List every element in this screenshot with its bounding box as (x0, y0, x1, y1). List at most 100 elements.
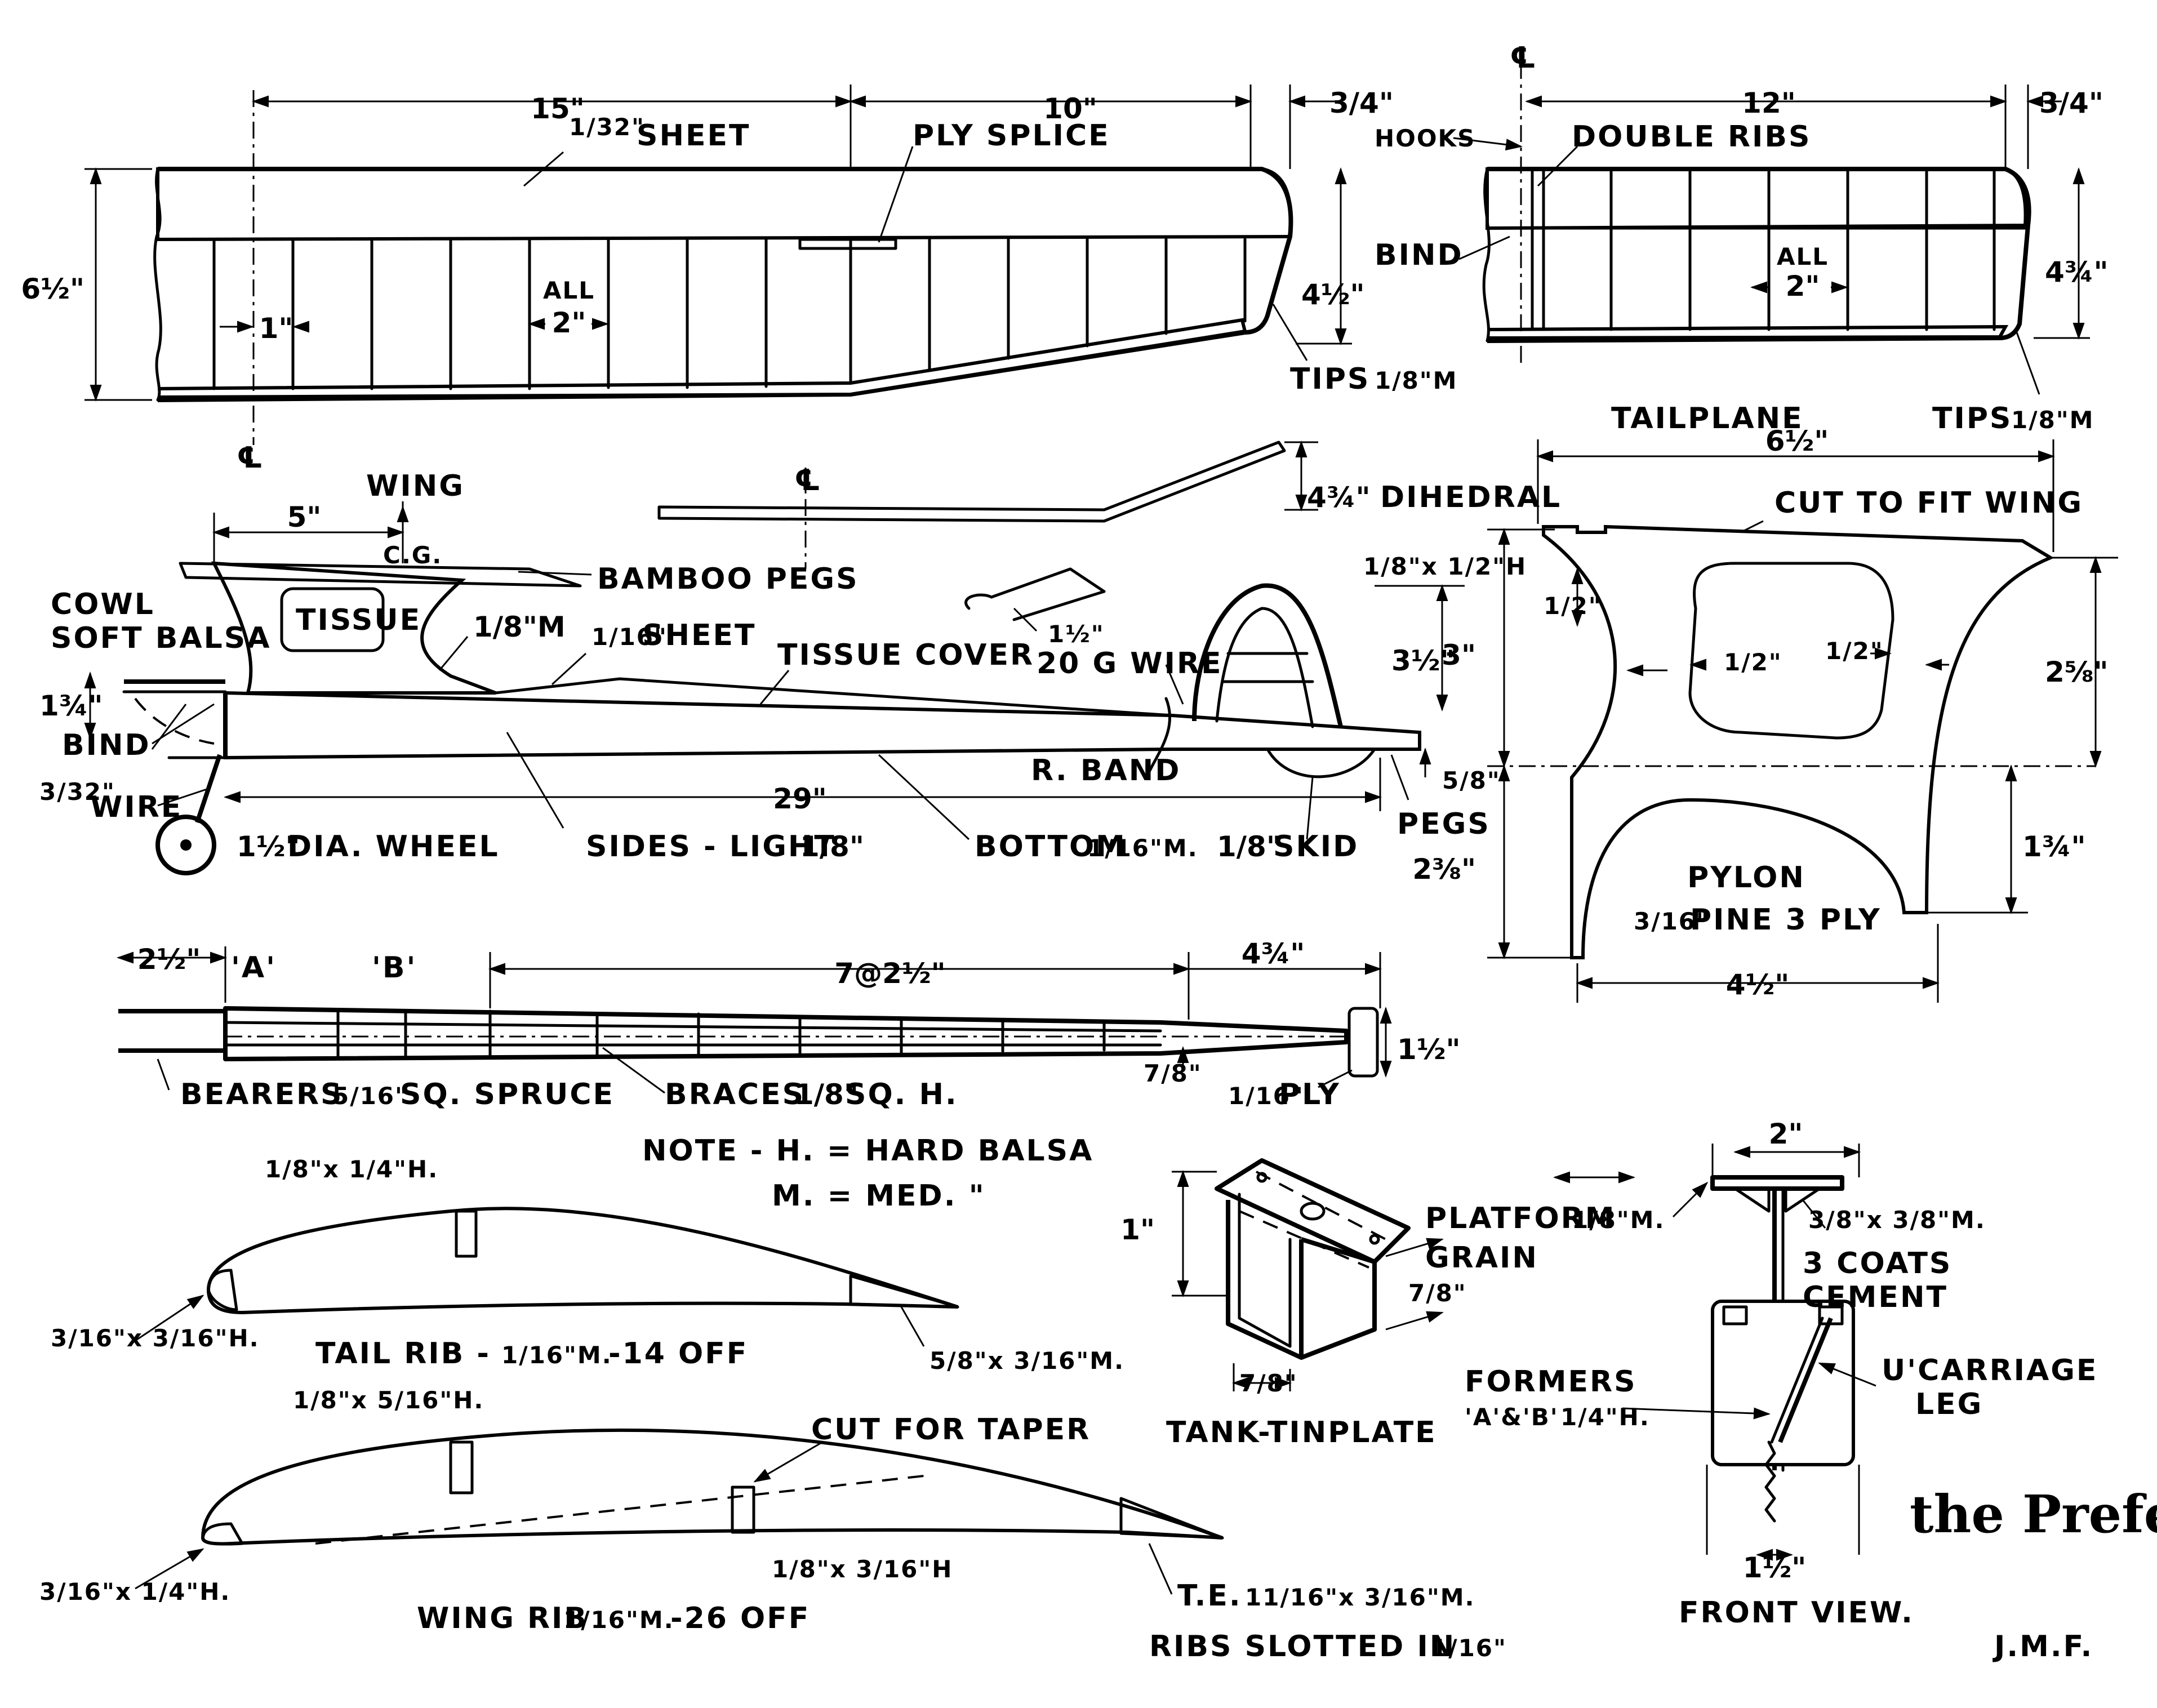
wing-dim-2: 2" (552, 306, 586, 339)
wing-ribs (212, 238, 1247, 390)
pylon-fillet-frac: 1/8"M (473, 611, 566, 643)
dihedral-dim: 4¾" (1307, 481, 1371, 514)
tail-rib-spar: 1/8"x 1/4"H. (265, 1155, 438, 1183)
motor-stick-plan: 2½" 'A' 'B' 7@2½" 4¾" 1½" 7/8" 1/16" PLY… (117, 937, 1461, 1111)
wing-rib-spar-top: 1/8"x 5/16"H. (293, 1386, 484, 1414)
pylon-material-frac: 3/16" (1634, 908, 1710, 935)
tailplane-plan: ℄ 12" 3/4" HOOKS DOUBLE RIBS BIND ALL 2"… (1375, 41, 2109, 435)
pylon-dim-2-3-8: 2⅜" (1412, 853, 1476, 886)
double-ribs-label: DOUBLE RIBS (1572, 120, 1811, 154)
former-a-label: 'A' (231, 951, 277, 985)
wing-rib-spar-mid: 1/8"x 3/16"H (772, 1555, 953, 1583)
tail-rib-title-frac: 1/16"M. (501, 1341, 612, 1369)
wing-rib-title-frac: 1/16"M. (563, 1606, 674, 1634)
formers-ab-label: 'A'&'B' (1465, 1403, 1559, 1431)
tail-dim-2: 2" (1786, 270, 1820, 303)
pylon-dim-3: 3" (1442, 639, 1476, 671)
ms-dim-1-1-2: 1½" (1397, 1033, 1461, 1066)
pylon-dim-4-1-2: 4½" (1726, 968, 1790, 1001)
ply-splice-label: PLY SPLICE (913, 119, 1110, 153)
fus-dim-5: 5" (287, 501, 322, 533)
bearers-material: SQ. SPRUCE (400, 1078, 615, 1111)
fv-dim-1-1-2: 1½" (1743, 1551, 1807, 1584)
tail-rib-te: 5/8"x 3/16"M. (929, 1347, 1124, 1375)
pylon-title: PYLON (1687, 861, 1805, 895)
ms-dim-4-3-4: 4¾" (1242, 937, 1305, 970)
cg-label: C.G. (383, 541, 442, 569)
soft-balsa-label: SOFT BALSA (51, 621, 271, 655)
tail-all-label: ALL (1777, 243, 1829, 270)
pylon-dim-1-2-a: 1/2" (1544, 592, 1602, 620)
wing-dim-10: 10" (1043, 92, 1097, 125)
u-wire-label: WIRE (90, 790, 183, 824)
fus-dim-29: 29" (773, 782, 827, 815)
pylon-tissue-label: TISSUE (296, 603, 421, 637)
platform-frac: 1/8"M. (1572, 1206, 1665, 1234)
tail-dim-4-3-4: 4¾" (2045, 256, 2109, 288)
wing-tips-frac: 1/8"M (1375, 367, 1457, 394)
wing-rib-count: -26 OFF (670, 1602, 810, 1635)
wing-dim-6-1-2: 6½" (21, 273, 84, 305)
leg-label: LEG (1915, 1387, 1983, 1421)
ms-dim-7-8: 7/8" (1144, 1060, 1202, 1087)
wheel-label: DIA. WHEEL (287, 830, 500, 864)
tank-dim-7-8-a: 7/8" (1408, 1279, 1467, 1307)
g20-wire-label: 20 G WIRE (1037, 647, 1223, 680)
braces-frac: 1/8" (794, 1078, 859, 1111)
fillet-label: 3/8"x 3/8"M. (1808, 1206, 1986, 1234)
ms-dim-2-1-2: 2½" (137, 943, 201, 976)
skid-label: SKID (1273, 830, 1359, 864)
fin-frac: 1/8"x 1/2"H (1363, 553, 1527, 580)
wing-rib-title: WING RIB (417, 1602, 588, 1635)
note-line-1: NOTE - H. = HARD BALSA (642, 1134, 1093, 1168)
fus-dim-5-8: 5/8" (1442, 767, 1501, 794)
fus-dim-1-3-4: 1¾" (39, 690, 103, 722)
tail-rib-section: 1/8"x 1/4"H. 3/16"x 3/16"H. 5/8"x 3/16"M… (51, 1155, 1124, 1375)
wing-rib-te-label: T.E. (1177, 1579, 1242, 1613)
cut-for-taper-label: CUT FOR TAPER (811, 1413, 1091, 1447)
platform-label: PLATFORM (1425, 1202, 1616, 1235)
braces-material: SQ. H. (845, 1078, 958, 1111)
tail-tips-frac: 1/8"M (2011, 406, 2094, 434)
brand-logotype: the Prefect (1910, 1484, 2157, 1545)
dihedral-diagram: ℄ 4¾" DIHEDRAL (657, 441, 1560, 569)
tailplane-title: TAILPLANE (1611, 402, 1804, 435)
pylon-dim-1-3-4: 1¾" (2022, 830, 2086, 863)
tail-bind-label: BIND (1375, 238, 1464, 272)
ply-label: PLY (1279, 1078, 1341, 1111)
tail-rib-title: TAIL RIB - (315, 1337, 491, 1371)
wing-dim-3-4: 3/4" (1329, 87, 1394, 119)
tail-rib-count: -14 OFF (608, 1337, 748, 1371)
coats-label: 3 COATS (1803, 1247, 1952, 1280)
wing-all-label: ALL (543, 277, 595, 304)
r-band-label: R. BAND (1031, 754, 1181, 788)
wing-title: WING (366, 469, 465, 503)
bearers-label: BEARERS (180, 1078, 343, 1111)
tail-dim-12: 12" (1742, 87, 1796, 119)
bottom-frac: 1/16"M. (1087, 834, 1198, 862)
front-view-title: FRONT VIEW. (1679, 1596, 1914, 1630)
grain-label: GRAIN (1425, 1241, 1538, 1275)
ribs-slotted-label: RIBS SLOTTED IN (1149, 1630, 1456, 1663)
ply-frac: 1/16" (1228, 1082, 1304, 1110)
tank-title: TANK-TINPLATE (1166, 1416, 1437, 1449)
hook-dim: 1½" (1048, 620, 1105, 648)
skid-frac: 1/8" (1217, 830, 1281, 863)
tank-dim-7-8-b: 7/8" (1239, 1369, 1298, 1397)
former-b-label: 'B' (372, 951, 417, 985)
wing-plan: 15" 10" 3/4" 6½" 4½" 1" ALL 2" 1/32" SHE… (21, 84, 1457, 503)
pylon-dim-1-2-b: 1/2" (1724, 648, 1782, 676)
wing-rib-section: 1/8"x 5/16"H. CUT FOR TAPER 1/8"x 3/16"H… (39, 1386, 1506, 1663)
notes-block: NOTE - H. = HARD BALSA M. = MED. " (642, 1134, 1093, 1213)
wing-dim-1: 1" (259, 312, 293, 345)
formers-frac: 1/4"H. (1560, 1403, 1650, 1431)
front-view-drawing: 2" PLATFORM 1/8"M. GRAIN 3/8"x 3/8"M. 3 … (1425, 1118, 2096, 1630)
dihedral-cl-symbol: ℄ (794, 464, 822, 497)
tank-drawing: 1" 7/8" 7/8" TANK-TINPLATE (1120, 1158, 1467, 1449)
tail-ribs (1531, 167, 1996, 331)
fus-sheet-frac: 1/16" (591, 623, 668, 651)
cement-label: CEMENT (1803, 1280, 1948, 1314)
fv-dim-2: 2" (1769, 1118, 1803, 1150)
tank-dim-1: 1" (1120, 1213, 1155, 1246)
cut-to-fit-label: CUT TO FIT WING (1774, 486, 2083, 520)
